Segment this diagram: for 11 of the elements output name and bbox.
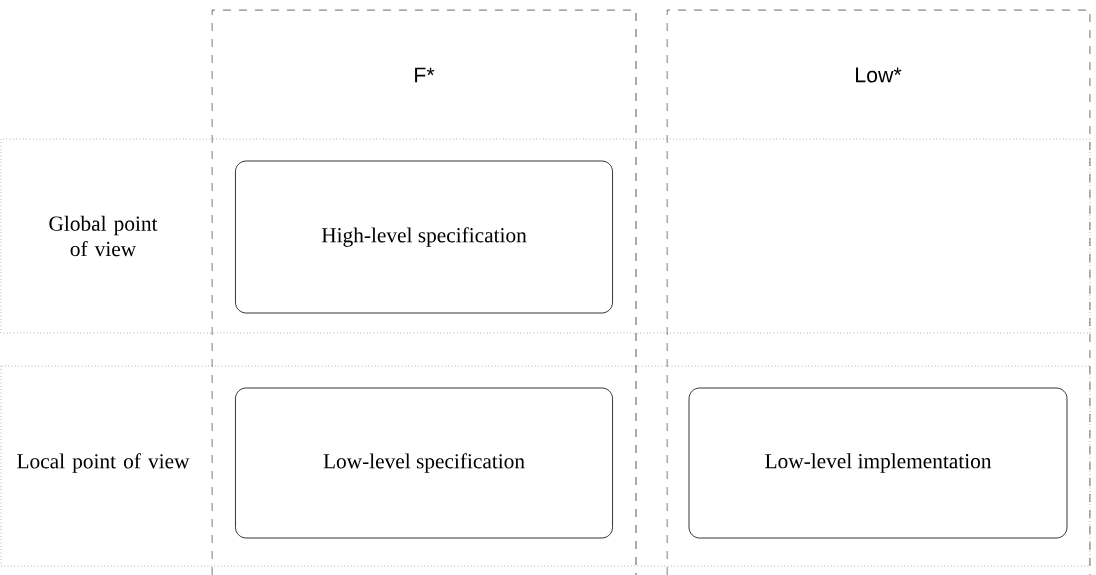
specification-box: Low-level specification (235, 387, 613, 539)
row-label: Global point of view (49, 215, 158, 257)
specification-box: High-level specification (235, 160, 613, 314)
row-band (0, 138, 1091, 334)
row-label: Local point of view (17, 453, 190, 473)
row-band (0, 365, 1091, 567)
column-header: F* (415, 67, 435, 83)
column-band (211, 9, 637, 575)
column-band (666, 9, 1091, 575)
column-header: Low* (856, 67, 902, 83)
specification-box: Low-level implementation (688, 387, 1068, 539)
